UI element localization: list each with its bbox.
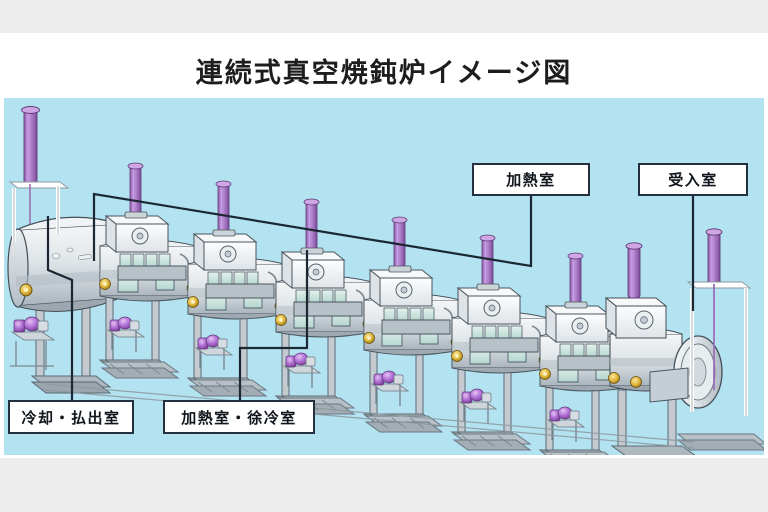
callout-label-heating-chamber: 加熱室 <box>472 163 590 196</box>
furnace-diagram-panel <box>4 98 764 455</box>
bottom-background-band <box>0 458 768 512</box>
callout-label-heating-slowcool-chamber: 加熱室・徐冷室 <box>163 400 315 434</box>
callout-label-intake-chamber: 受入室 <box>638 163 748 196</box>
callout-leader-lines <box>46 192 695 400</box>
page-title: 連続式真空焼鈍炉イメージ図 <box>195 58 573 89</box>
furnace-illustration <box>4 98 764 455</box>
top-background-band <box>0 0 768 33</box>
callout-label-cooling-discharge-chamber: 冷却・払出室 <box>8 400 134 434</box>
